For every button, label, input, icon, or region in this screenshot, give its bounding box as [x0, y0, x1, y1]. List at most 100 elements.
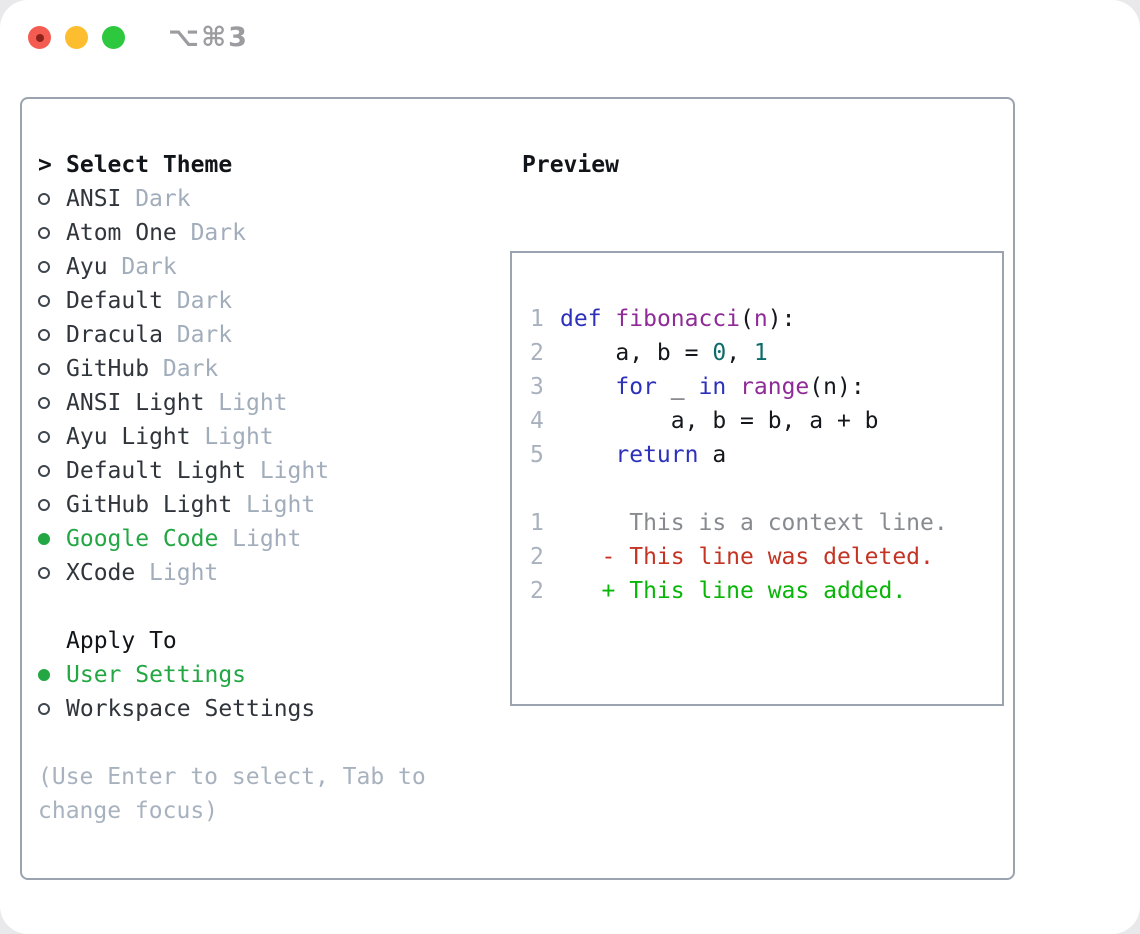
radio-selected-icon [38, 669, 66, 681]
select-theme-label: Select Theme [66, 152, 233, 178]
radio-icon [38, 329, 66, 341]
theme-option-default-light[interactable]: Default Light Light [38, 454, 488, 488]
theme-variant-badge: Dark [190, 220, 246, 246]
preview-line: 4 a, b = b, a + b [530, 404, 1002, 438]
theme-option-default[interactable]: Default Dark [38, 284, 488, 318]
theme-option-ansi[interactable]: ANSI Dark [38, 182, 488, 216]
apply-option-label: Workspace Settings [66, 696, 316, 722]
apply-option-user-settings[interactable]: User Settings [38, 658, 488, 692]
window-title: ⌥⌘3 [168, 22, 249, 53]
theme-option-ansi-light[interactable]: ANSI Light Light [38, 386, 488, 420]
theme-name: GitHub Light [66, 492, 233, 518]
hint-block: (Use Enter to select, Tab to change focu… [22, 760, 488, 828]
line-number: 4 [530, 408, 544, 434]
theme-variant-badge: Dark [135, 186, 191, 212]
theme-name: Default [66, 288, 163, 314]
theme-option-ayu[interactable]: Ayu Dark [38, 250, 488, 284]
line-number: 1 [530, 510, 544, 536]
spacer-row [38, 590, 488, 624]
preview-line: 2 - This line was deleted. [530, 540, 1002, 574]
theme-name: Default Light [66, 458, 247, 484]
theme-name: XCode [66, 560, 136, 586]
theme-variant-badge: Light [149, 560, 219, 586]
radio-icon [38, 703, 66, 715]
preview-line: 2 a, b = 0, 1 [530, 336, 1002, 370]
close-button[interactable] [28, 26, 51, 49]
theme-name: Ayu Light [66, 424, 191, 450]
radio-icon [38, 193, 66, 205]
theme-name: Google Code [66, 526, 219, 552]
preview-line: 2 + This line was added. [530, 574, 1002, 608]
preview-line: 1 def fibonacci(n): [530, 302, 1002, 336]
line-number: 2 [530, 578, 544, 604]
theme-option-ayu-light[interactable]: Ayu Light Light [38, 420, 488, 454]
line-content: def fibonacci(n): [560, 306, 796, 332]
theme-name: ANSI Light [66, 390, 205, 416]
line-content: a, b = b, a + b [560, 408, 879, 434]
theme-variant-badge: Light [218, 390, 288, 416]
line-content: return a [615, 442, 727, 468]
theme-name: ANSI [66, 186, 122, 212]
radio-icon [38, 431, 66, 443]
close-dot-icon [35, 33, 44, 42]
apply-option-workspace-settings[interactable]: Workspace Settings [38, 692, 488, 726]
preview-line: 1 This is a context line. [530, 506, 1002, 540]
preview-blank-line [530, 472, 1002, 506]
preview-title: Preview [522, 152, 619, 178]
theme-name: Dracula [66, 322, 163, 348]
hint-line-1: (Use Enter to select, Tab to [38, 764, 426, 790]
select-theme-header: > Select Theme [38, 148, 488, 182]
theme-variant-badge: Light [232, 526, 302, 552]
preview-line: 3 for _ in range(n): [530, 370, 1002, 404]
radio-icon [38, 295, 66, 307]
minimize-button[interactable] [65, 26, 88, 49]
line-content: + This line was added. [560, 578, 907, 604]
line-number [530, 472, 560, 506]
line-number: 2 [530, 544, 544, 570]
spacer-row [38, 726, 488, 760]
theme-option-google-code[interactable]: Google Code Light [38, 522, 488, 556]
radio-icon [38, 567, 66, 579]
theme-option-xcode[interactable]: XCode Light [38, 556, 488, 590]
radio-icon [38, 227, 66, 239]
theme-variant-badge: Dark [176, 288, 233, 314]
radio-selected-icon [38, 533, 66, 545]
theme-option-atom-one[interactable]: Atom One Dark [38, 216, 488, 250]
apply-to-label: Apply To [66, 628, 177, 654]
apply-to-header: Apply To [38, 624, 488, 658]
radio-icon [38, 397, 66, 409]
theme-variant-badge: Light [204, 424, 274, 450]
theme-name: Atom One [66, 220, 177, 246]
line-number: 5 [530, 442, 544, 468]
theme-variant-badge: Dark [176, 322, 233, 348]
radio-icon [38, 465, 66, 477]
radio-icon [38, 261, 66, 273]
radio-icon [38, 499, 66, 511]
line-content: This is a context line. [560, 510, 948, 536]
line-number: 2 [530, 340, 544, 366]
theme-variant-badge: Light [259, 458, 330, 484]
theme-variant-badge: Dark [121, 254, 177, 280]
line-content: a, b = 0, 1 [560, 340, 768, 366]
apply-option-label: User Settings [66, 662, 247, 688]
hint-line-2: change focus) [38, 798, 219, 824]
maximize-button[interactable] [102, 26, 125, 49]
theme-option-dracula[interactable]: Dracula Dark [38, 318, 488, 352]
theme-variant-badge: Light [245, 492, 316, 518]
focus-caret-icon: > [38, 152, 52, 178]
line-content: - This line was deleted. [560, 544, 934, 570]
preview-line: 5 return a [530, 438, 1002, 472]
titlebar: ⌥⌘3 [0, 0, 1140, 75]
preview-column: Preview [500, 148, 619, 182]
radio-icon [38, 363, 66, 375]
theme-option-github-light[interactable]: GitHub Light Light [38, 488, 488, 522]
theme-name: Ayu [66, 254, 108, 280]
theme-name: GitHub [66, 356, 150, 382]
line-number: 1 [530, 306, 544, 332]
